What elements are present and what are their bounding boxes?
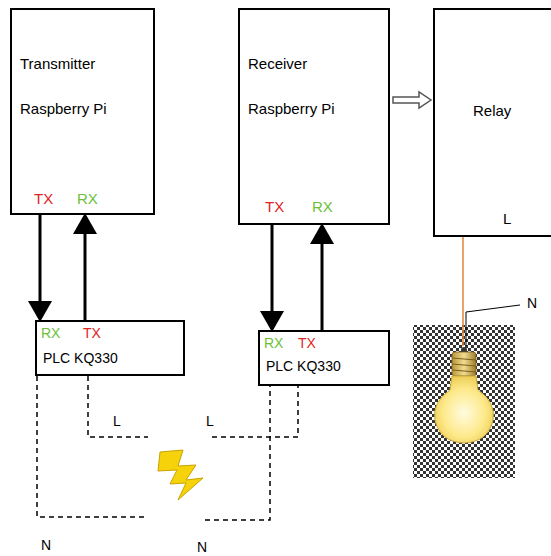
- signal-arrow: [39, 215, 42, 319]
- raspberry-pi-box: ReceiverRaspberry Pi TX RX: [238, 8, 390, 225]
- neutral-leader: [466, 312, 467, 346]
- pin-name: TX: [34, 190, 53, 207]
- relay-box: RelayL: [433, 8, 551, 237]
- plc-modem-box: RX TX PLC KQ330: [258, 330, 390, 386]
- pin-name: RX: [312, 198, 333, 215]
- wire-label: L: [112, 414, 122, 429]
- wire-label: L: [205, 414, 215, 429]
- light-bulb: [435, 347, 494, 443]
- box-label: Transmitter: [20, 55, 95, 72]
- signal-arrow: [321, 226, 324, 330]
- box-label: PLC KQ330: [266, 358, 341, 374]
- box-label: Relay: [473, 102, 511, 119]
- hatched-housing: [413, 325, 515, 478]
- box-label: L: [503, 210, 511, 227]
- control-arrow: [393, 92, 431, 108]
- pin-name: TX: [298, 335, 316, 351]
- interference-bolt: [158, 450, 203, 500]
- signal-arrow: [271, 225, 274, 329]
- plc-modem-box: RX TX PLC KQ330: [35, 320, 185, 376]
- wire-label: N: [196, 540, 208, 555]
- pin-name: RX: [77, 190, 98, 207]
- box-label: Receiver: [248, 55, 307, 72]
- box-label: Raspberry Pi: [20, 100, 107, 117]
- pin-name: TX: [83, 325, 101, 341]
- pin-name: RX: [41, 325, 60, 341]
- box-label: PLC KQ330: [43, 350, 118, 366]
- wire-label: N: [40, 538, 52, 553]
- wire-label: N: [526, 296, 538, 311]
- neutral-leader: [466, 305, 520, 312]
- box-label: Raspberry Pi: [248, 100, 335, 117]
- live-wire: [462, 237, 464, 346]
- pin-name: TX: [265, 198, 284, 215]
- signal-arrow: [84, 216, 87, 320]
- raspberry-pi-box: TransmitterRaspberry Pi TX RX: [10, 8, 155, 215]
- neutral-powerline: [37, 376, 270, 520]
- pin-name: RX: [264, 335, 283, 351]
